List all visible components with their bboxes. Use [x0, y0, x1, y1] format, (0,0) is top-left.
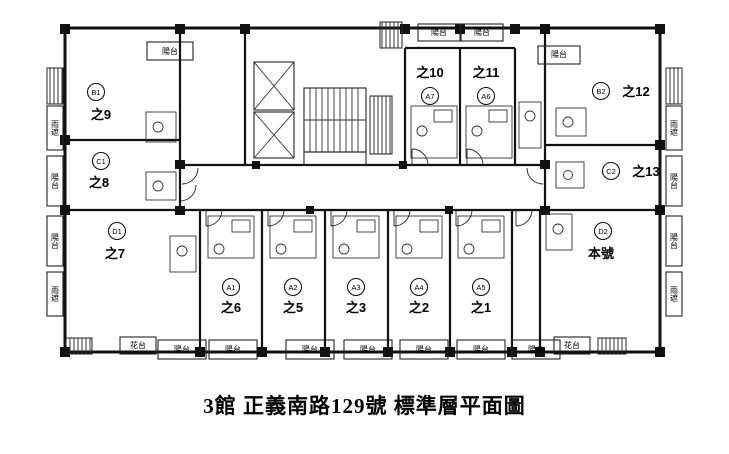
balcony-label: 陽台 [51, 233, 60, 250]
unit-A5: A5 之1 [471, 277, 491, 315]
structural-columns [60, 24, 665, 357]
unit-number: 之8 [89, 175, 109, 190]
unit-A6: 之11 A6 [473, 65, 500, 106]
unit-code: C1 [96, 157, 106, 166]
hatched-shafts [46, 21, 683, 355]
unit-code: A4 [414, 283, 423, 292]
unit-code: A1 [226, 283, 235, 292]
fixtures [145, 101, 587, 273]
balcony-label: 陽台 [51, 173, 60, 190]
unit-code: B2 [596, 87, 605, 96]
unit-labels: B1 之9 C1 之8 D1 之7 A1 之6 A2 之5 [86, 65, 660, 315]
unit-number: 之1 [471, 300, 491, 315]
unit-number: 之13 [632, 164, 659, 179]
unit-D2: D2 本號 [588, 221, 614, 261]
unit-number: 之3 [346, 300, 366, 315]
unit-number: 之6 [221, 300, 241, 315]
unit-code: A7 [425, 92, 434, 101]
balcony-label: 陽台 [302, 344, 318, 354]
door-arcs [179, 148, 544, 227]
interior-walls [65, 28, 660, 352]
unit-D1: D1 之7 [105, 221, 127, 261]
balcony-label: 陽台 [431, 27, 447, 37]
plan-title: 3館 正義南路129號 標準層平面圖 [203, 394, 526, 418]
unit-code: D2 [598, 227, 608, 236]
exterior-strips [46, 23, 683, 360]
unit-number: 之2 [409, 300, 429, 315]
flower-bed-label: 花台 [564, 340, 580, 350]
rain-cover-label: 雨遮 [670, 120, 679, 137]
unit-number: 之9 [91, 107, 111, 122]
unit-number: 之7 [105, 246, 125, 261]
balcony-label: 陽台 [225, 344, 241, 354]
unit-B2: B2 之12 [591, 81, 650, 101]
unit-code: A5 [476, 283, 485, 292]
balcony-label: 陽台 [670, 173, 679, 190]
balcony-label: 陽台 [162, 46, 178, 56]
balcony-label: 陽台 [416, 344, 432, 354]
unit-number: 本號 [588, 246, 614, 261]
unit-A7: 之10 A7 [416, 65, 444, 106]
unit-B1: B1 之9 [86, 82, 111, 122]
balcony-label: 陽台 [360, 344, 376, 354]
unit-number: 之5 [283, 300, 303, 315]
unit-code: A3 [351, 283, 360, 292]
floor-plan-drawing: 陽台 陽台 陽台 陽台 花台 陽台 陽台 陽台 陽台 陽台 陽台 陽台 花台 雨… [46, 21, 683, 360]
unit-number: 之11 [473, 65, 500, 80]
balcony-label: 陽台 [551, 49, 567, 59]
balcony-label: 陽台 [474, 27, 490, 37]
unit-code: A2 [288, 283, 297, 292]
rain-cover-label: 雨遮 [51, 286, 60, 303]
unit-code: D1 [112, 227, 122, 236]
rain-cover-label: 雨遮 [51, 120, 60, 137]
unit-A2: A2 之5 [283, 277, 303, 315]
elevator-shafts [253, 61, 295, 159]
stairwell [303, 87, 367, 166]
unit-A4: A4 之2 [409, 277, 429, 315]
balcony-label: 陽台 [174, 344, 190, 354]
unit-code: C2 [606, 167, 616, 176]
exterior-labels: 陽台 陽台 陽台 陽台 花台 陽台 陽台 陽台 陽台 陽台 陽台 陽台 花台 雨… [51, 27, 679, 354]
unit-code: A6 [481, 92, 490, 101]
balcony-label: 陽台 [528, 344, 544, 354]
unit-code: B1 [91, 88, 100, 97]
rain-cover-label: 雨遮 [670, 286, 679, 303]
balcony-label: 陽台 [670, 233, 679, 250]
unit-C2: C2 之13 [601, 161, 660, 181]
unit-A3: A3 之3 [346, 277, 366, 315]
flower-bed-label: 花台 [130, 340, 146, 350]
balcony-label: 陽台 [473, 344, 489, 354]
unit-A1: A1 之6 [221, 277, 241, 315]
unit-number: 之10 [416, 65, 443, 80]
unit-C1: C1 之8 [89, 151, 111, 190]
unit-number: 之12 [622, 84, 649, 99]
